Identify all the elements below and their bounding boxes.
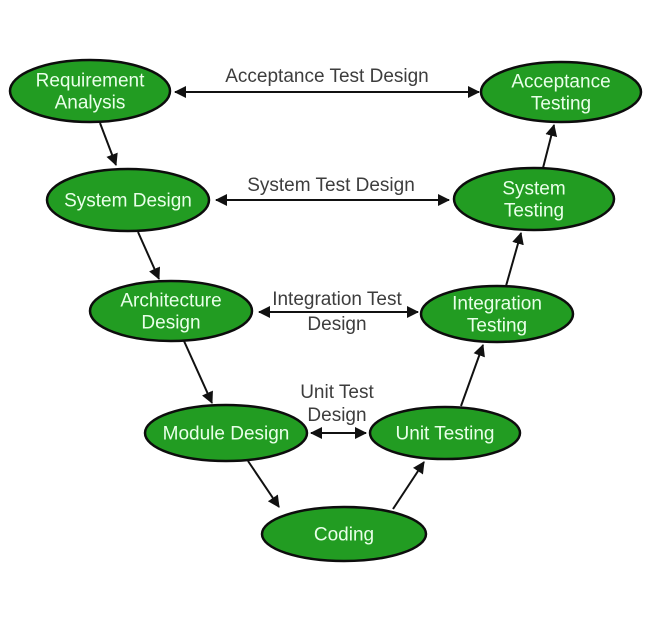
node-ellipse-module-design	[143, 403, 309, 463]
node-ellipse-system-testing	[452, 166, 616, 232]
node-label-coding: Coding	[314, 525, 374, 546]
node-system-design: System Design	[45, 167, 211, 233]
node-label-unit-testing: Unit Testing	[396, 424, 495, 445]
flow-arrow-unit-testing-to-integration-testing	[460, 344, 485, 407]
node-unit-testing: Unit Testing	[368, 405, 522, 461]
flow-arrows	[99, 122, 558, 510]
integration-test-design-label-line-2: Design	[307, 314, 366, 335]
integration-test-design-label-line-1: Integration Test	[272, 289, 402, 310]
node-module-design: Module Design	[143, 403, 309, 463]
acceptance-test-design-label-line-1: Acceptance Test Design	[225, 66, 429, 87]
node-ellipse-architecture-design	[88, 279, 254, 343]
flow-arrow-module-design-to-coding	[247, 460, 280, 508]
node-ellipse-acceptance-testing	[479, 60, 643, 124]
system-test-design-label-line-1: System Test Design	[247, 175, 415, 196]
node-label-system-design: System Design	[64, 191, 192, 212]
node-ellipse-integration-testing	[419, 284, 575, 344]
flow-arrow-architecture-design-to-module-design	[183, 340, 213, 404]
flow-arrow-requirement-analysis-to-system-design	[99, 122, 118, 166]
flow-arrow-system-testing-to-acceptance-testing	[542, 124, 558, 169]
node-coding: Coding	[260, 505, 428, 563]
node-label-module-design: Module Design	[163, 424, 290, 445]
node-ellipse-coding	[260, 505, 428, 563]
flow-arrow-integration-testing-to-system-testing	[505, 232, 524, 287]
unit-test-design-label-line-1: Unit Test	[300, 382, 374, 403]
flow-arrow-coding-to-unit-testing	[392, 461, 425, 510]
node-ellipse-system-design	[45, 167, 211, 233]
flow-arrow-system-design-to-architecture-design	[137, 231, 160, 280]
node-ellipse-unit-testing	[368, 405, 522, 461]
unit-test-design-label-line-2: Design	[307, 405, 366, 426]
node-ellipse-requirement-analysis	[8, 58, 172, 124]
